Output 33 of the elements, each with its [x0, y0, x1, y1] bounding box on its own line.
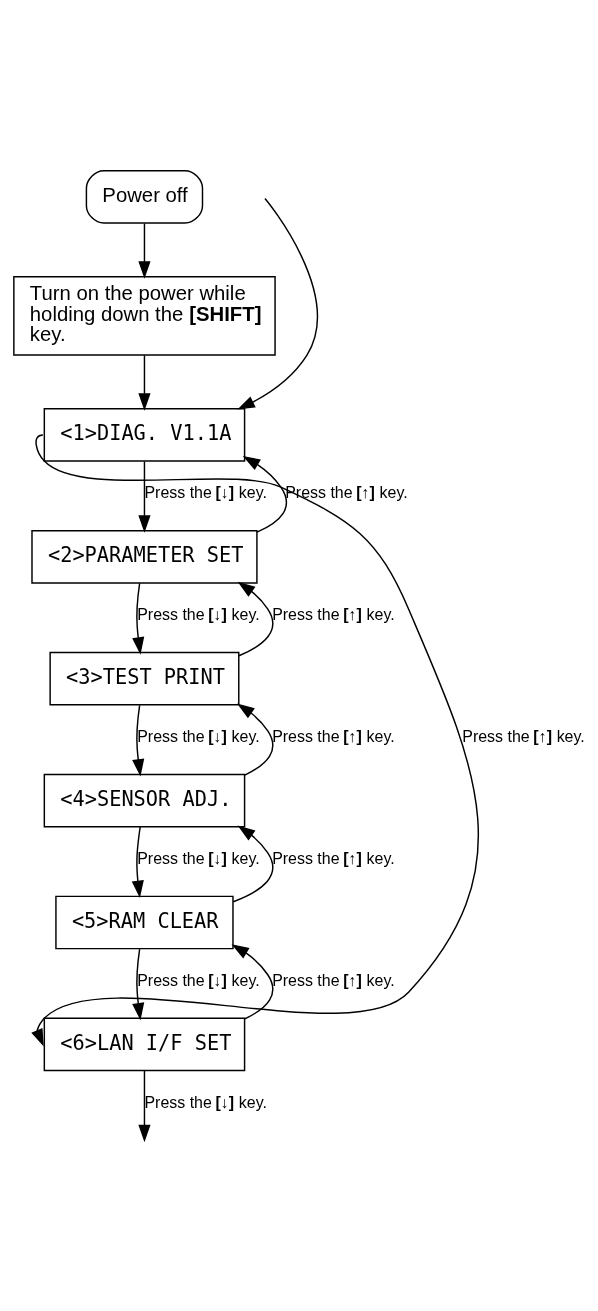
- edge-label: Press the [↑] key.: [272, 727, 395, 745]
- arrow: [231, 943, 274, 1020]
- node-box: <5>RAM CLEAR: [55, 895, 234, 949]
- arrow: [132, 947, 145, 1020]
- edge-label: Press the [↓] key.: [137, 971, 260, 989]
- edge-label: Press the [↓] key.: [137, 605, 260, 623]
- edge-label: Press the [↑] key.: [462, 727, 585, 745]
- edge-label: Press the [↓] key.: [137, 849, 260, 867]
- edge-label: Press the [↓] key.: [137, 727, 260, 745]
- node-box: <1>DIAG. V1.1A: [43, 407, 246, 462]
- arrow: [237, 581, 274, 656]
- edge-label: Press the [↑] key.: [272, 605, 395, 623]
- edge-label: Press the [↓] key.: [144, 483, 267, 501]
- node-box: Power off: [85, 169, 204, 224]
- arrow: [138, 222, 151, 279]
- node-box: <6>LAN I/F SET: [43, 1017, 246, 1071]
- arrow: [237, 702, 274, 776]
- arrow: [237, 197, 318, 410]
- node-box: <4>SENSOR ADJ.: [43, 773, 246, 827]
- node-box: <2>PARAMETER SET: [31, 529, 258, 584]
- arrow: [242, 455, 288, 533]
- arrow: [138, 460, 151, 533]
- edge-label: Press the [↓] key.: [144, 1093, 267, 1111]
- arrow: [132, 582, 145, 655]
- node-box: <3>TEST PRINT: [49, 651, 240, 706]
- arrow: [232, 825, 274, 902]
- node-box: Turn on the power while holding down the [SHIFT] key.: [13, 275, 276, 356]
- arrow: [131, 825, 144, 898]
- arrow: [138, 354, 151, 411]
- edge-label: Press the [↑] key.: [272, 971, 395, 989]
- edge-label: Press the [↑] key.: [272, 849, 395, 867]
- arrow: [138, 1069, 151, 1142]
- arrow: [132, 704, 145, 777]
